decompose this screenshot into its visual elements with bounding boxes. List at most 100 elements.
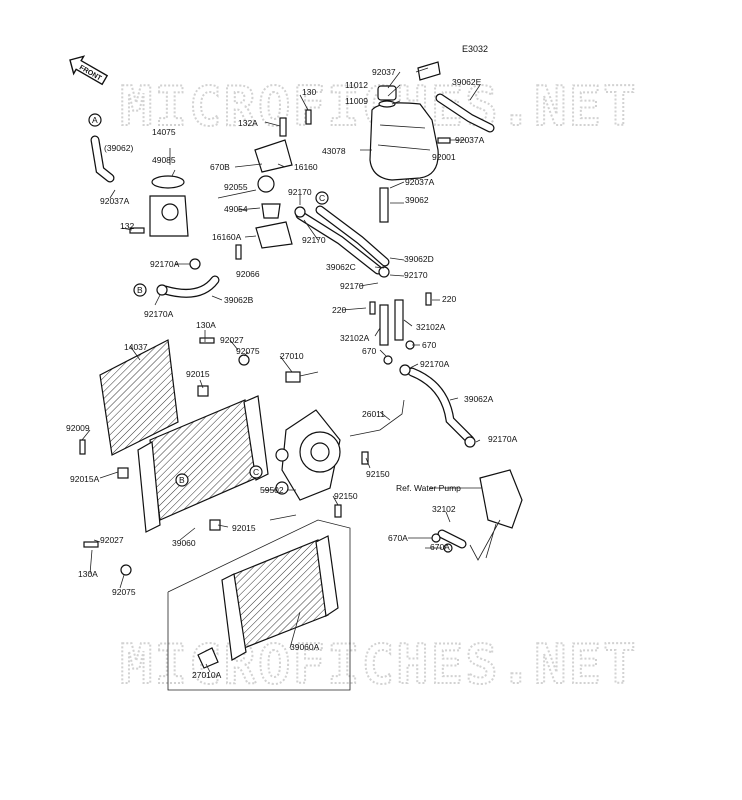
housing-lower: [255, 221, 293, 249]
part-14075: 14075: [152, 127, 176, 137]
inset-frame: [167, 519, 351, 691]
callout-c-top: C: [315, 191, 329, 205]
part-26011: 26011: [362, 409, 385, 419]
radiator-cap: [151, 175, 185, 189]
part-39062d: 39062D: [404, 254, 434, 264]
thermostat: [261, 203, 281, 219]
callout-b-mid: C: [249, 465, 263, 479]
pipe-right: [394, 299, 404, 341]
svg-text:A: A: [92, 115, 98, 125]
part-92170-c: 92170: [404, 270, 428, 280]
part-92001: 92001: [432, 152, 456, 162]
part-39062c: 39062C: [326, 262, 356, 272]
callout-b-top: A: [88, 113, 102, 127]
part-92027-top: 92027: [220, 335, 244, 345]
part-16160a: 16160A: [212, 232, 242, 242]
pipe-left: [379, 304, 389, 346]
bolt-icon: [79, 109, 451, 548]
part-32102a-left: 32102A: [340, 333, 370, 343]
bracket: [417, 61, 441, 81]
svg-text:B: B: [137, 285, 143, 295]
fan-wire: [349, 399, 405, 437]
part-32102a-right: 32102A: [416, 322, 446, 332]
part-92170a-d: 92170A: [488, 434, 518, 444]
part-670a-right: 670A: [430, 542, 450, 552]
callout-a-mid: B: [175, 473, 189, 487]
part-92170a-a: 92170A: [150, 259, 180, 269]
part-92027-bottom: 92027: [100, 535, 124, 545]
svg-text:B: B: [179, 475, 185, 485]
part-11009: 11009: [345, 96, 368, 106]
part-32102: 32102: [432, 504, 456, 514]
part-14037: 14037: [124, 342, 148, 352]
part-670b: 670B: [210, 162, 230, 172]
part-16160: 16160: [294, 162, 318, 172]
part-670a-left: 670A: [388, 533, 408, 543]
svg-text:C: C: [319, 193, 325, 203]
part-92037: 92037: [372, 67, 396, 77]
part-92170-b: 92170: [302, 235, 326, 245]
part-132: 132: [120, 221, 134, 231]
fan-switch: [285, 371, 301, 383]
part-130: 130: [302, 87, 316, 97]
part-39060a: 39060A: [290, 642, 320, 652]
part-92015-top: 92015: [186, 369, 210, 379]
part-labels: 92037 11012 11009 39062E 132A 130 43078 …: [66, 67, 518, 680]
part-130a-top: 130A: [196, 320, 216, 330]
part-92055: 92055: [224, 182, 248, 192]
front-arrow-icon: FRONT: [69, 55, 109, 86]
water-pump-cover: [479, 469, 523, 529]
part-39062-paren: (39062): [104, 143, 133, 153]
part-92037a-top: 92037A: [455, 135, 485, 145]
radiator-grille: [99, 339, 179, 456]
diagram-code: E3032: [462, 44, 488, 54]
part-39062b: 39062B: [224, 295, 254, 305]
part-92015-bottom: 92015: [232, 523, 256, 533]
part-11012: 11012: [345, 80, 368, 90]
part-49085: 49085: [152, 155, 176, 165]
thermostat-housing: [149, 139, 293, 249]
watermark-bottom: MICROFICHES.NET: [120, 633, 638, 696]
part-59502: 59502: [260, 485, 284, 495]
part-27010a: 27010A: [192, 670, 222, 680]
part-220-left: 220: [332, 305, 346, 315]
part-92150-right: 92150: [366, 469, 390, 479]
reservoir-cap: [377, 85, 397, 101]
part-220-right: 220: [442, 294, 456, 304]
inset-fan-switch: [197, 647, 219, 669]
housing-upper: [254, 139, 293, 173]
part-39062a: 39062A: [464, 394, 494, 404]
reservoir-tank: [369, 61, 495, 223]
radiator-inset: [231, 539, 329, 649]
part-43078: 43078: [322, 146, 346, 156]
part-27010: 27010: [280, 351, 304, 361]
part-39062e: 39062E: [452, 77, 482, 87]
part-92015a: 92015A: [70, 474, 100, 484]
part-39060: 39060: [172, 538, 196, 548]
part-92170a-c: 92170A: [420, 359, 450, 369]
part-92066: 92066: [236, 269, 260, 279]
callout-a-top: B: [133, 283, 147, 297]
part-92037a-left: 92037A: [100, 196, 130, 206]
part-92150-mid: 92150: [334, 491, 358, 501]
part-92037a-mid: 92037A: [405, 177, 435, 187]
part-92075-bottom: 92075: [112, 587, 136, 597]
part-ref-water-pump: Ref. Water Pump: [396, 483, 461, 493]
reservoir-tube: [379, 187, 389, 223]
part-670-left: 670: [362, 346, 376, 356]
callout-c-mid: [275, 481, 289, 495]
part-49054: 49054: [224, 204, 248, 214]
part-92170-a: 92170: [288, 187, 312, 197]
part-92009: 92009: [66, 423, 90, 433]
svg-text:C: C: [253, 467, 259, 477]
part-132a: 132A: [238, 118, 258, 128]
part-130a-bottom: 130A: [78, 569, 98, 579]
leader-lines: [81, 67, 501, 673]
part-92170a-b: 92170A: [144, 309, 174, 319]
part-92170-d: 92170: [340, 281, 364, 291]
fan-shroud: [275, 409, 341, 501]
part-92075-top: 92075: [236, 346, 260, 356]
part-670-right: 670: [422, 340, 436, 350]
part-39062: 39062: [405, 195, 429, 205]
